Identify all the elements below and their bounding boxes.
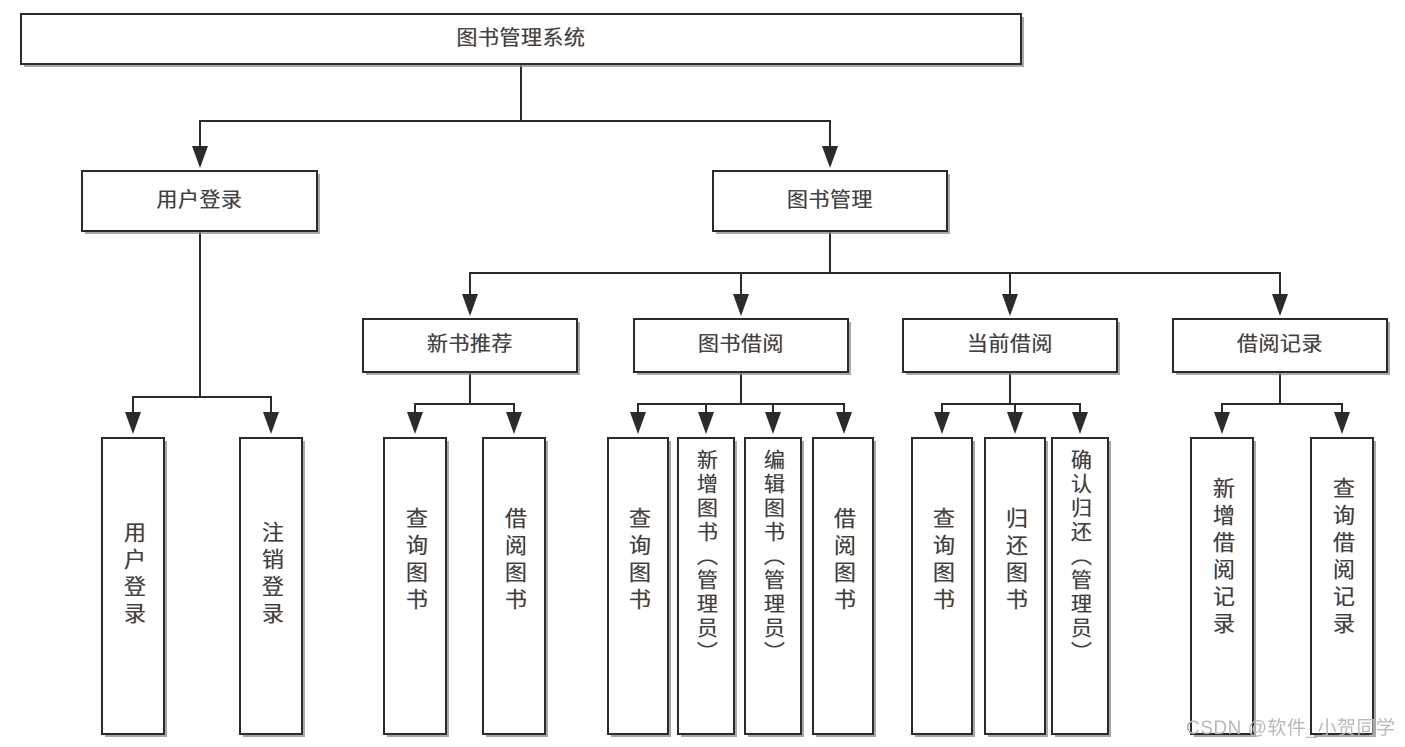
arrow-to-book-manage [822, 146, 838, 168]
connector-book-borrow-bar [637, 403, 845, 405]
arrow-leaf-confirm-return [1072, 412, 1088, 434]
arrow-leaf-query-record [1334, 412, 1350, 434]
arrow-to-user-login [192, 146, 208, 168]
node-leaf-return-book-label: 归还图书 [1003, 507, 1028, 615]
connector-root-bar [199, 120, 831, 122]
connector-new-book-rec-drop-1 [414, 403, 416, 413]
connector-root-stem [520, 65, 522, 120]
node-leaf-borrow-book-2[interactable]: 借阅图书 [812, 437, 874, 735]
arrow-to-new-book-rec [462, 294, 478, 316]
node-user-login[interactable]: 用户登录 [81, 170, 318, 232]
node-leaf-confirm-return-label: 确认归还（管理员） [1068, 449, 1092, 665]
node-leaf-user-login-label: 用户登录 [121, 521, 146, 629]
node-leaf-query-book-2[interactable]: 查询图书 [607, 437, 669, 735]
node-leaf-add-book[interactable]: 新增图书（管理员） [677, 437, 735, 735]
connector-book-borrow-drop-3 [772, 403, 774, 413]
connector-user-login-drop-2 [270, 396, 272, 414]
arrow-leaf-query-book-2 [630, 412, 646, 434]
connector-current-borrow-drop-3 [1079, 403, 1081, 413]
node-leaf-query-book-1-label: 查询图书 [403, 507, 428, 615]
connector-to-new-book-rec [469, 272, 471, 296]
connector-to-current-borrow [1009, 272, 1011, 296]
arrow-leaf-add-record [1214, 412, 1230, 434]
connector-current-borrow-stem [1009, 373, 1011, 403]
connector-to-book-borrow [740, 272, 742, 296]
node-leaf-add-book-label: 新增图书（管理员） [694, 449, 718, 665]
arrow-to-borrow-record [1272, 294, 1288, 316]
arrow-leaf-borrow-book-2 [836, 412, 852, 434]
node-leaf-user-login[interactable]: 用户登录 [101, 437, 165, 735]
arrow-leaf-return-book [1007, 412, 1023, 434]
connector-current-borrow-drop-2 [1014, 403, 1016, 413]
node-new-book-rec-label: 新书推荐 [427, 333, 513, 357]
connector-borrow-record-stem [1279, 373, 1281, 403]
arrow-leaf-query-book-3 [934, 412, 950, 434]
arrow-leaf-user-login [125, 412, 141, 434]
arrow-leaf-borrow-book-1 [506, 412, 522, 434]
connector-book-borrow-stem [740, 373, 742, 403]
connector-borrow-record-drop-1 [1221, 403, 1223, 413]
connector-new-book-rec-bar [414, 403, 515, 405]
connector-to-user-login [199, 120, 201, 148]
connector-current-borrow-bar [941, 403, 1081, 405]
arrow-leaf-edit-book [765, 412, 781, 434]
arrow-to-current-borrow [1002, 294, 1018, 316]
connector-new-book-rec-drop-2 [513, 403, 515, 413]
node-leaf-user-logout-label: 注销登录 [259, 521, 284, 629]
node-leaf-borrow-book-1-label: 借阅图书 [502, 507, 527, 615]
node-leaf-return-book[interactable]: 归还图书 [984, 437, 1046, 735]
connector-book-borrow-drop-1 [637, 403, 639, 413]
connector-user-login-drop-1 [132, 396, 134, 414]
connector-book-borrow-drop-2 [705, 403, 707, 413]
connector-level3-bar [469, 272, 1281, 274]
connector-borrow-record-bar [1221, 403, 1343, 405]
node-new-book-rec[interactable]: 新书推荐 [362, 318, 578, 373]
node-book-borrow[interactable]: 图书借阅 [633, 318, 849, 373]
node-root-label: 图书管理系统 [456, 26, 586, 50]
node-leaf-query-book-3-label: 查询图书 [930, 507, 955, 615]
connector-to-book-manage [829, 120, 831, 148]
node-leaf-borrow-book-2-label: 借阅图书 [831, 507, 856, 615]
node-root[interactable]: 图书管理系统 [20, 13, 1022, 65]
connector-current-borrow-drop-1 [941, 403, 943, 413]
csdn-watermark: CSDN @软件_小贺同学 [1186, 718, 1396, 739]
node-book-borrow-label: 图书借阅 [698, 333, 784, 357]
node-leaf-query-record[interactable]: 查询借阅记录 [1310, 437, 1374, 735]
arrow-leaf-query-book-1 [407, 412, 423, 434]
node-leaf-confirm-return[interactable]: 确认归还（管理员） [1051, 437, 1109, 735]
node-user-login-label: 用户登录 [156, 188, 243, 212]
node-current-borrow-label: 当前借阅 [967, 333, 1053, 357]
node-leaf-query-record-label: 查询借阅记录 [1330, 477, 1355, 639]
arrow-leaf-user-logout [263, 412, 279, 434]
arrow-to-book-borrow [733, 294, 749, 316]
node-leaf-query-book-1[interactable]: 查询图书 [383, 437, 447, 735]
connector-user-login-stem [199, 232, 201, 396]
connector-user-login-bar [132, 396, 271, 398]
connector-book-manage-stem [829, 232, 831, 272]
node-current-borrow[interactable]: 当前借阅 [902, 318, 1118, 373]
arrow-leaf-add-book [698, 412, 714, 434]
connector-new-book-rec-stem [469, 373, 471, 403]
node-leaf-edit-book[interactable]: 编辑图书（管理员） [744, 437, 802, 735]
node-leaf-borrow-book-1[interactable]: 借阅图书 [482, 437, 546, 735]
connector-borrow-record-drop-2 [1341, 403, 1343, 413]
node-leaf-add-record-label: 新增借阅记录 [1210, 477, 1235, 639]
node-leaf-user-logout[interactable]: 注销登录 [239, 437, 303, 735]
node-book-manage[interactable]: 图书管理 [712, 170, 948, 232]
node-leaf-query-book-2-label: 查询图书 [626, 507, 651, 615]
node-leaf-add-record[interactable]: 新增借阅记录 [1190, 437, 1254, 735]
node-leaf-edit-book-label: 编辑图书（管理员） [761, 449, 785, 665]
node-leaf-query-book-3[interactable]: 查询图书 [911, 437, 973, 735]
connector-to-borrow-record [1279, 272, 1281, 296]
node-borrow-record[interactable]: 借阅记录 [1172, 318, 1388, 373]
connector-book-borrow-drop-4 [843, 403, 845, 413]
node-book-manage-label: 图书管理 [787, 188, 873, 212]
node-borrow-record-label: 借阅记录 [1237, 333, 1323, 357]
